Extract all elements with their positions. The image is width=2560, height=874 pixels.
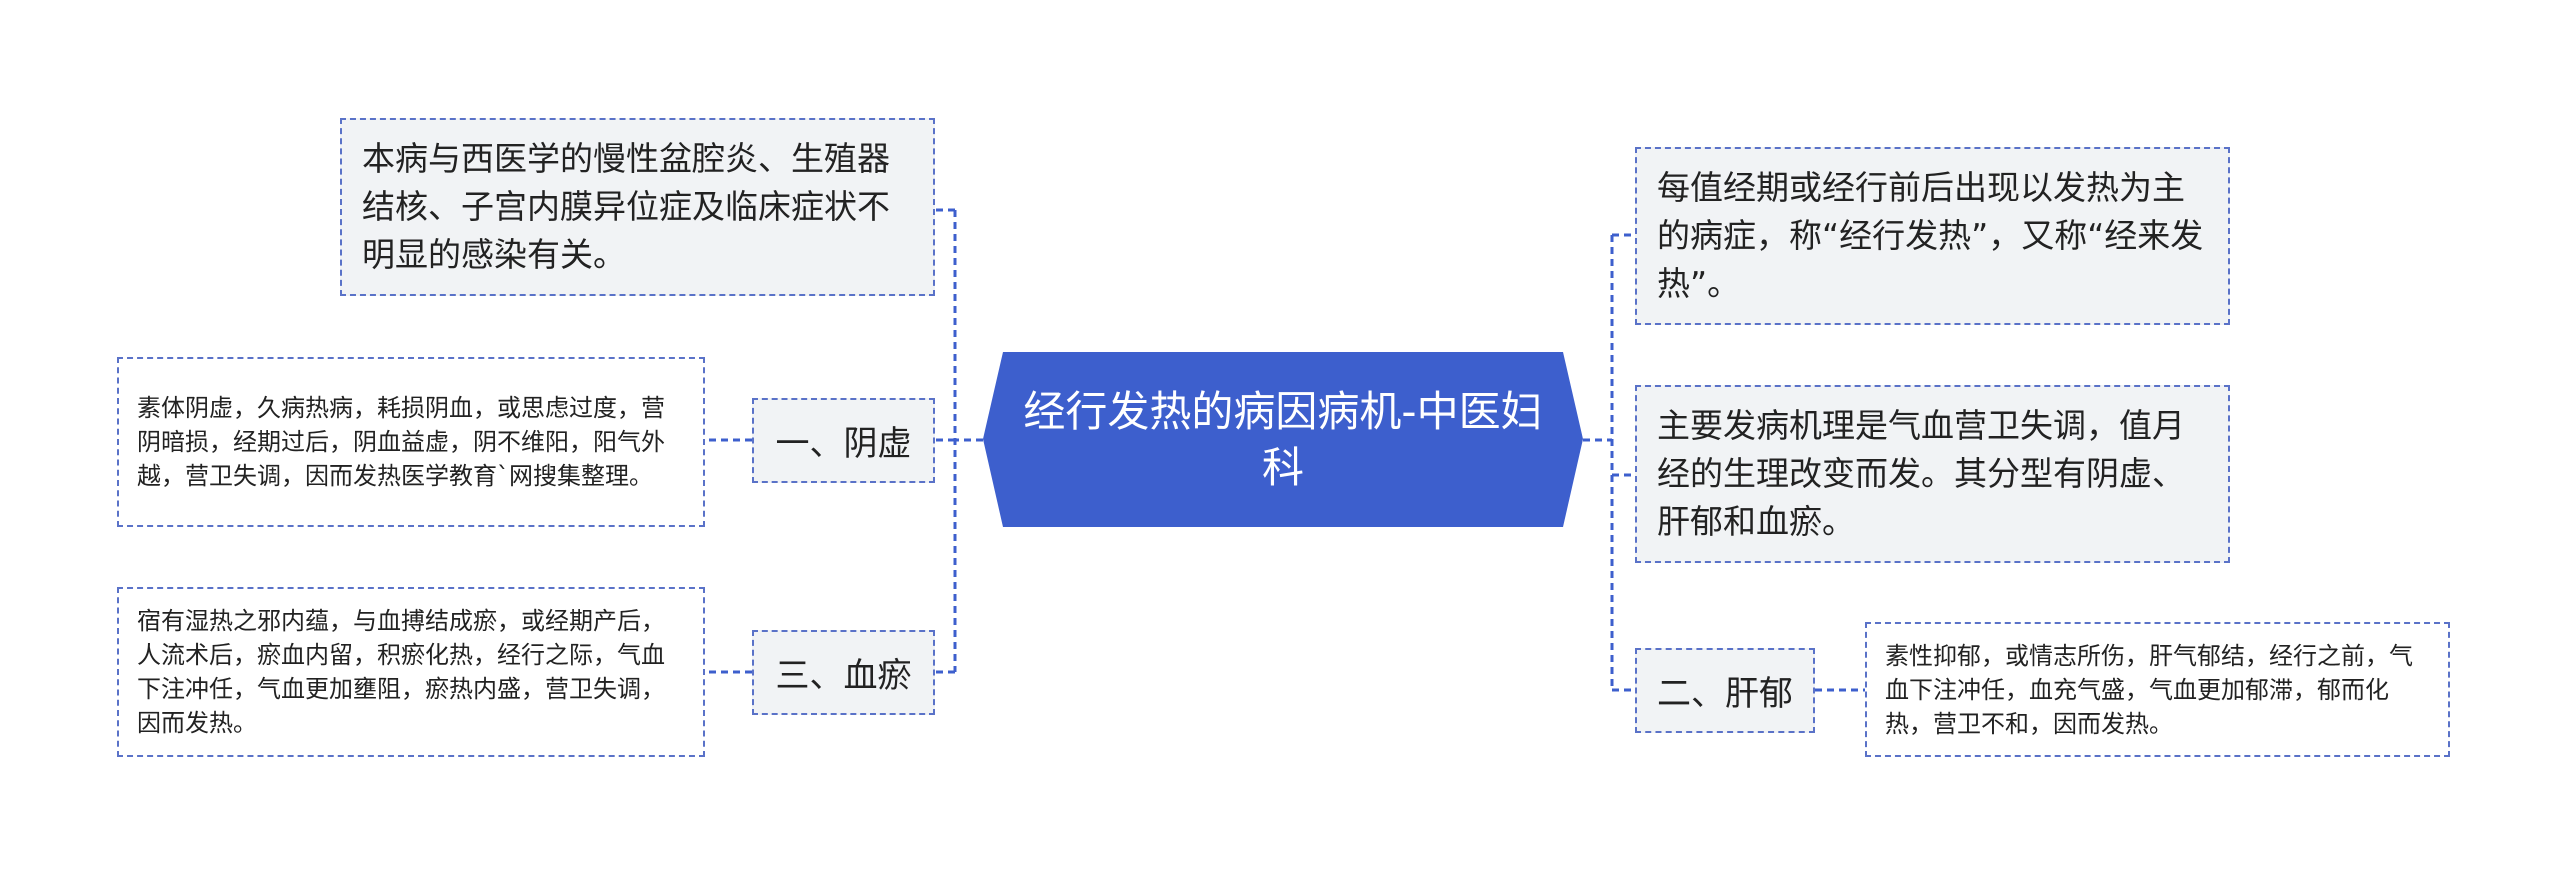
branch-yinxu-label: 一、阴虚 [775, 424, 912, 464]
branch-ganyu-label: 二、肝郁 [1657, 674, 1793, 714]
branch-ganyu[interactable]: 二、肝郁 [1635, 648, 1815, 733]
definition-text: 每值经期或经行前后出现以发热为主的病症，称“经行发热”，又称“经来发热”。 [1657, 168, 2204, 303]
left-note-node[interactable]: 本病与西医学的慢性盆腔炎、生殖器结核、子宫内膜异位症及临床症状不明显的感染有关。 [340, 118, 935, 296]
branch-yinxu[interactable]: 一、阴虚 [752, 398, 935, 483]
mechanism-node[interactable]: 主要发病机理是气血营卫失调，值月经的生理改变而发。其分型有阴虚、肝郁和血瘀。 [1635, 385, 2230, 563]
definition-node[interactable]: 每值经期或经行前后出现以发热为主的病症，称“经行发热”，又称“经来发热”。 [1635, 147, 2230, 325]
ganyu-detail-node[interactable]: 素性抑郁，或情志所伤，肝气郁结，经行之前，气血下注冲任，血充气盛，气血更加郁滞，… [1865, 622, 2450, 757]
root-shape [983, 352, 1583, 527]
xueyu-detail-text: 宿有湿热之邪内蕴，与血搏结成瘀，或经期产后，人流术后，瘀血内留，积瘀化热，经行之… [137, 607, 665, 737]
branch-xueyu[interactable]: 三、血瘀 [752, 630, 935, 715]
xueyu-detail-node[interactable]: 宿有湿热之邪内蕴，与血搏结成瘀，或经期产后，人流术后，瘀血内留，积瘀化热，经行之… [117, 587, 705, 757]
branch-xueyu-label: 三、血瘀 [775, 656, 912, 696]
root-title: 经行发热的病因病机-中医妇科 [1023, 386, 1543, 492]
ganyu-detail-text: 素性抑郁，或情志所伤，肝气郁结，经行之前，气血下注冲任，血充气盛，气血更加郁滞，… [1885, 641, 2413, 738]
yinxu-detail-text: 素体阴虚，久病热病，耗损阴血，或思虑过度，营阴暗损，经期过后，阴血益虚，阴不维阳… [137, 394, 665, 490]
mechanism-text: 主要发病机理是气血营卫失调，值月经的生理改变而发。其分型有阴虚、肝郁和血瘀。 [1657, 406, 2185, 541]
root-topic[interactable]: 经行发热的病因病机-中医妇科 [983, 352, 1583, 527]
yinxu-detail-node[interactable]: 素体阴虚，久病热病，耗损阴血，或思虑过度，营阴暗损，经期过后，阴血益虚，阴不维阳… [117, 357, 705, 527]
left-note-text: 本病与西医学的慢性盆腔炎、生殖器结核、子宫内膜异位症及临床症状不明显的感染有关。 [362, 139, 890, 274]
